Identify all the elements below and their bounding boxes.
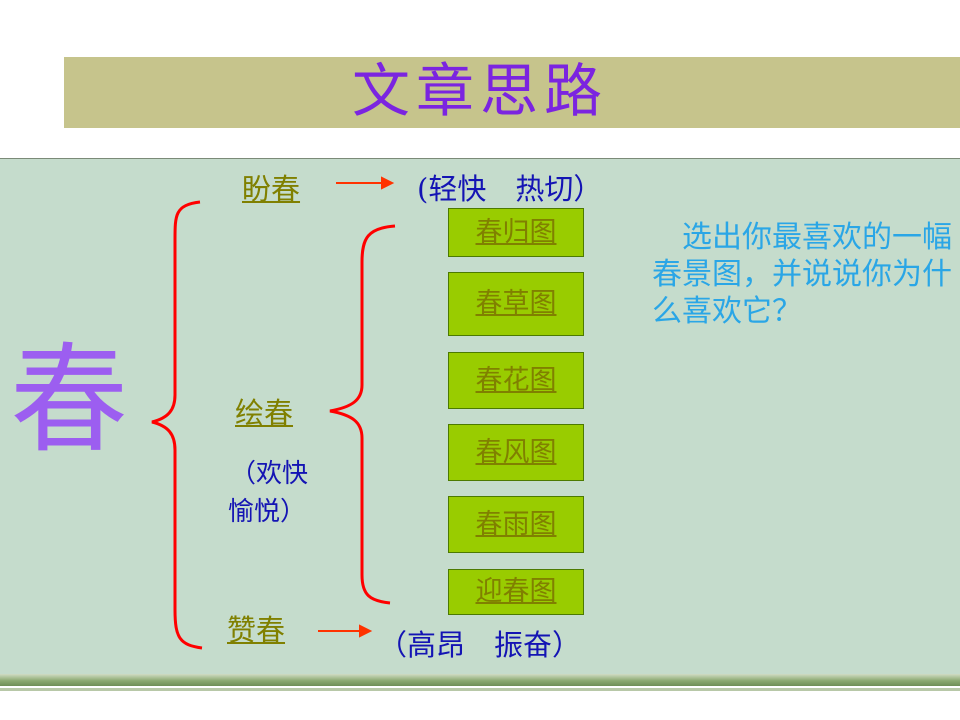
bottom-rule [0,674,960,686]
arrow-zan [318,624,373,638]
inner-brace [329,224,396,605]
picture-button-chunyu[interactable]: 春雨图 [448,496,584,553]
picture-button-chunhua[interactable]: 春花图 [448,352,584,409]
arrow-pan [336,176,395,190]
picture-button-yingchun[interactable]: 迎春图 [448,569,584,615]
mood-zan-chun: （高昂 振奋） [378,628,582,662]
link-hui-chun[interactable]: 绘春 [235,396,294,430]
discussion-prompt: 选出你最喜欢的一幅春景图，并说说你为什么喜欢它？ [652,220,952,329]
title-bar [64,57,960,128]
picture-button-chunfeng[interactable]: 春风图 [448,424,584,481]
mood-hui-chun-1: （欢快 [230,459,309,489]
main-character: 春 [10,331,129,469]
mood-pan-chun: (轻快 热切） [417,172,603,206]
picture-button-chuncao[interactable]: 春草图 [448,272,584,336]
mood-hui-chun-2: 愉悦） [228,497,307,527]
picture-button-chungui[interactable]: 春归图 [448,208,584,257]
outer-brace [151,200,203,650]
slide-title: 文章思路 [351,57,608,125]
link-pan-chun[interactable]: 盼春 [242,172,301,206]
bottom-rule-thin [0,688,960,691]
link-zan-chun[interactable]: 赞春 [227,613,286,647]
